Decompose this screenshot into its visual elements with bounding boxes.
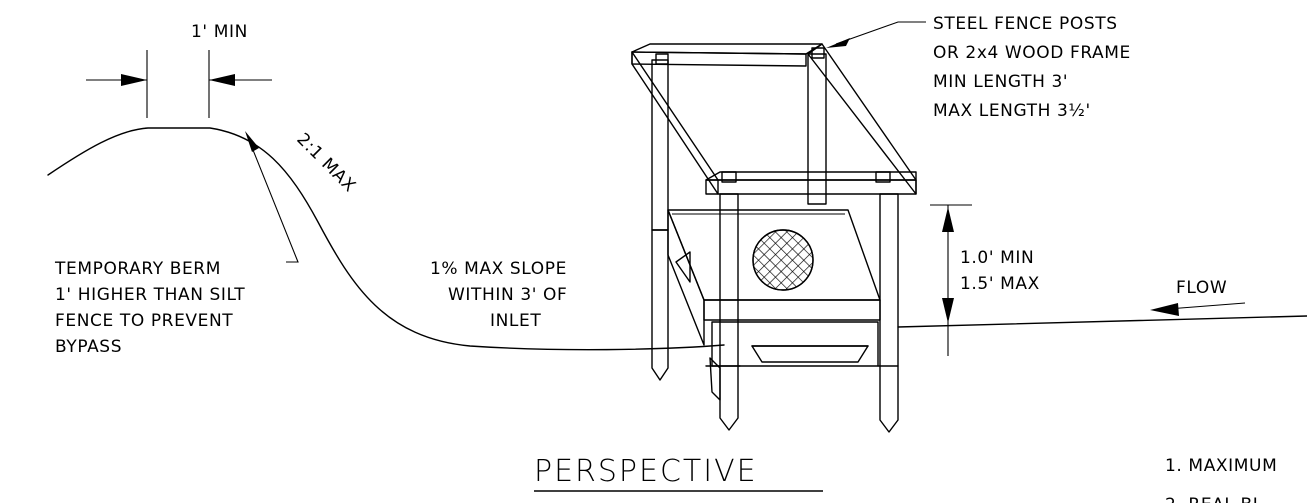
frame-note: STEEL FENCE POSTS OR 2x4 WOOD FRAME MIN … [933,14,1131,121]
flow-label: FLOW [1176,278,1227,298]
inlet-slope-note: 1% MAX SLOPE WITHIN 3' OF INLET [430,259,567,331]
frame-note-line: MAX LENGTH 3½' [933,101,1091,121]
fence-frame [631,43,917,433]
arrow-icon [942,207,954,232]
crest-width-label: 1' MIN [191,22,248,42]
frame-note-line: OR 2x4 WOOD FRAME [933,43,1131,63]
ground-line [897,315,1307,328]
inlet-slope-line: INLET [490,311,541,331]
berm-leader [245,131,299,263]
inlet-slope-line: 1% MAX SLOPE [430,259,567,279]
berm-note: TEMPORARY BERM 1' HIGHER THAN SILT FENCE… [54,259,245,357]
frame-note-line: STEEL FENCE POSTS [933,14,1118,34]
height-line: 1.5' MAX [960,274,1040,294]
slope-max-label: 2:1 MAX [292,129,359,196]
berm-note-line: FENCE TO PREVENT [55,311,233,331]
arrow-icon [826,38,850,48]
berm-note-line: 1' HIGHER THAN SILT [55,285,245,305]
arrow-icon [121,74,147,86]
arrow-icon [245,131,259,152]
crest-width-dimension: 1' MIN [86,22,272,118]
inlet-slope-line: WITHIN 3' OF [448,285,567,305]
view-title: PERSPECTIVE [534,454,758,489]
berm-profile [47,127,725,351]
berm-note-line: BYPASS [55,337,122,357]
frame-leader [826,21,926,48]
note-line: 1. MAXIMUM [1165,456,1277,476]
inlet-structure [667,209,881,367]
frame-note-line: MIN LENGTH 3' [933,72,1068,92]
arrow-icon [1150,303,1179,316]
height-line: 1.0' MIN [960,248,1034,268]
arrow-icon [942,298,954,323]
arrow-icon [209,74,235,86]
berm-note-line: TEMPORARY BERM [54,259,221,279]
height-dimension: 1.0' MIN 1.5' MAX [930,204,1040,356]
note-line: 2. REAL BL [1165,495,1263,503]
